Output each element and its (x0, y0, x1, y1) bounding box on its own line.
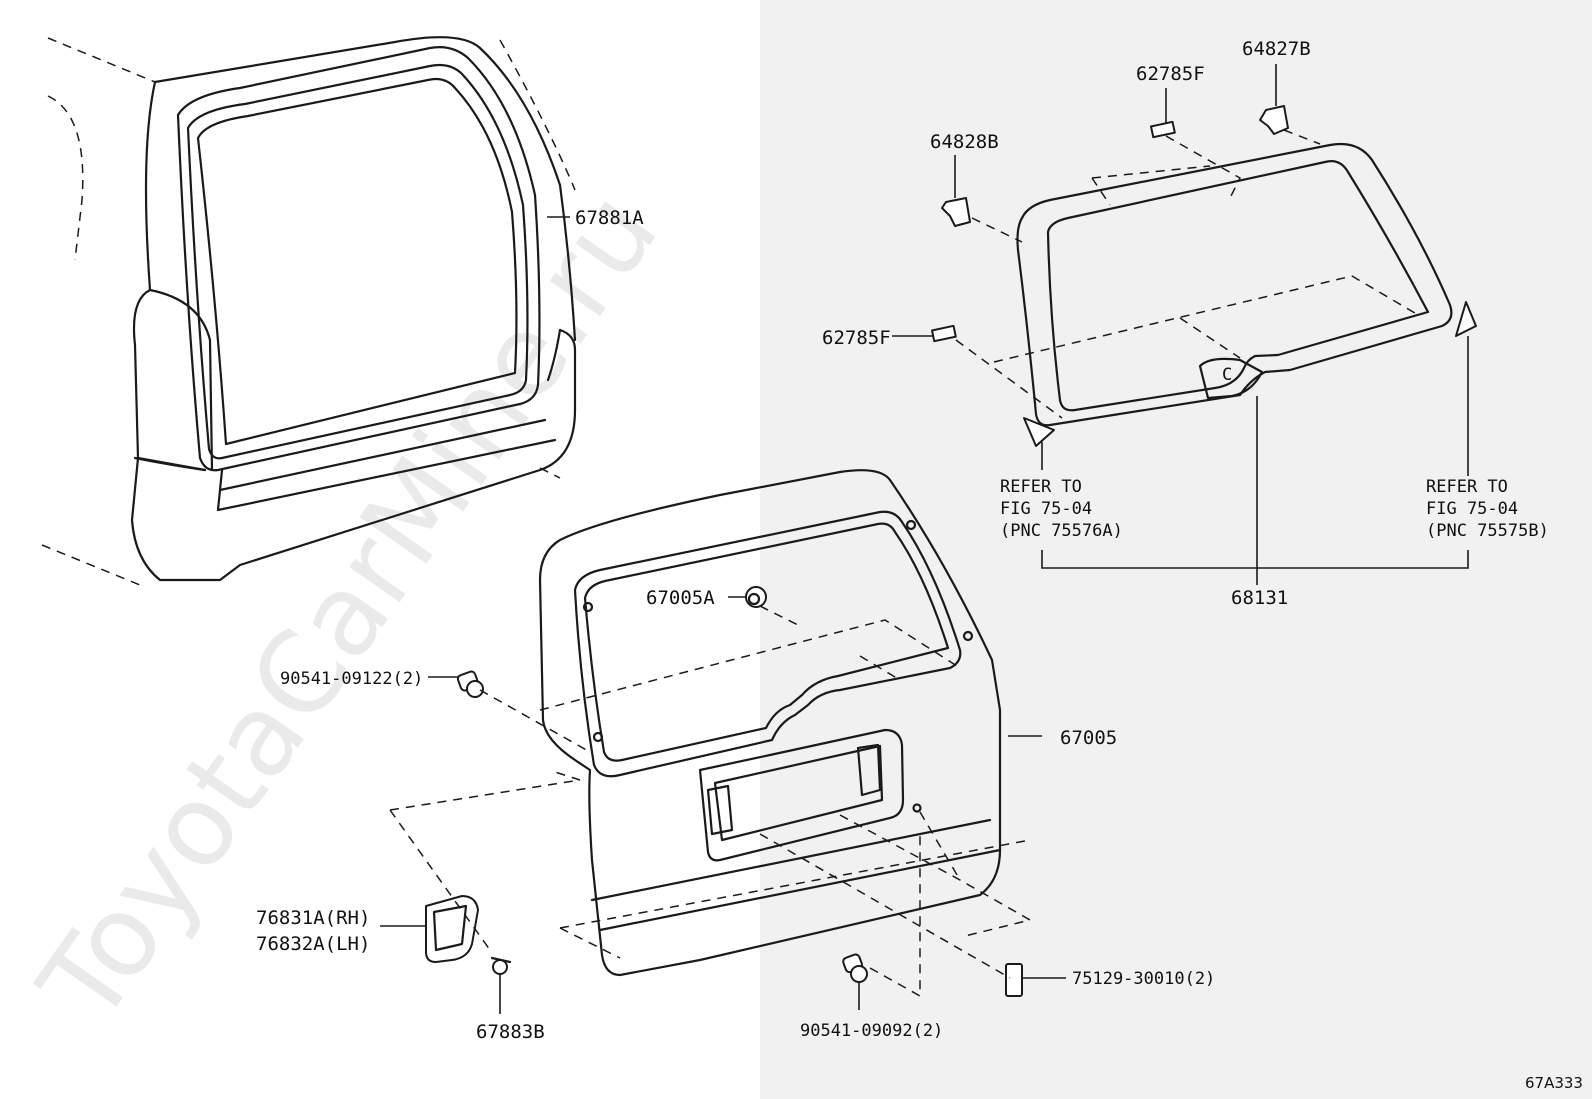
label-67883B: 67883B (476, 1021, 545, 1043)
refer-right-line1: REFER TO (1426, 477, 1508, 497)
label-64828B: 64828B (930, 131, 999, 153)
back-door-panel (538, 469, 1002, 977)
refer-right-line3: (PNC 75575B) (1426, 521, 1549, 541)
vehicle-rear-body (41, 36, 577, 586)
part-90541-09122 (456, 670, 484, 698)
label-62785F-left: 62785F (822, 327, 891, 349)
back-door-glass (1016, 142, 1453, 427)
label-76831A: 76831A(RH) (256, 907, 370, 929)
part-67005A (745, 586, 767, 608)
refer-left-line1: REFER TO (1000, 477, 1082, 497)
label-90541-09122: 90541-09122(2) (280, 669, 423, 689)
label-67005A: 67005A (646, 587, 715, 609)
label-64827B: 64827B (1242, 38, 1311, 60)
label-67005: 67005 (1060, 727, 1117, 749)
part-spacer-left (1023, 417, 1055, 447)
assembly-lines (389, 129, 1421, 998)
part-62785F-left (930, 324, 957, 343)
part-labels: 67881A 62785F 64827B 64828B 62785F 67005… (256, 38, 1549, 1043)
refer-right-line2: FIG 75-04 (1426, 499, 1518, 519)
label-67881A: 67881A (575, 207, 644, 229)
part-76831A (425, 895, 479, 963)
part-75129-30010 (1005, 963, 1023, 997)
reference-letter-c: C (1222, 365, 1232, 385)
label-62785F-top: 62785F (1136, 63, 1205, 85)
part-90541-09092 (842, 953, 868, 983)
refer-left-line3: (PNC 75576A) (1000, 521, 1123, 541)
leader-lines (380, 64, 1469, 1014)
part-spacer-right (1455, 301, 1477, 337)
figure-code: 67A333 (1525, 1074, 1583, 1092)
label-90541-09092: 90541-09092(2) (800, 1021, 943, 1041)
part-64827B (1259, 105, 1289, 135)
part-67883B (490, 956, 512, 975)
part-62785F-top (1149, 120, 1176, 139)
part-64828B (941, 197, 971, 227)
label-76832A: 76832A(LH) (256, 933, 370, 955)
label-68131: 68131 (1231, 587, 1288, 609)
refer-left-line2: FIG 75-04 (1000, 499, 1092, 519)
shaded-panel (760, 0, 1592, 1099)
label-75129-30010: 75129-30010(2) (1072, 969, 1215, 989)
